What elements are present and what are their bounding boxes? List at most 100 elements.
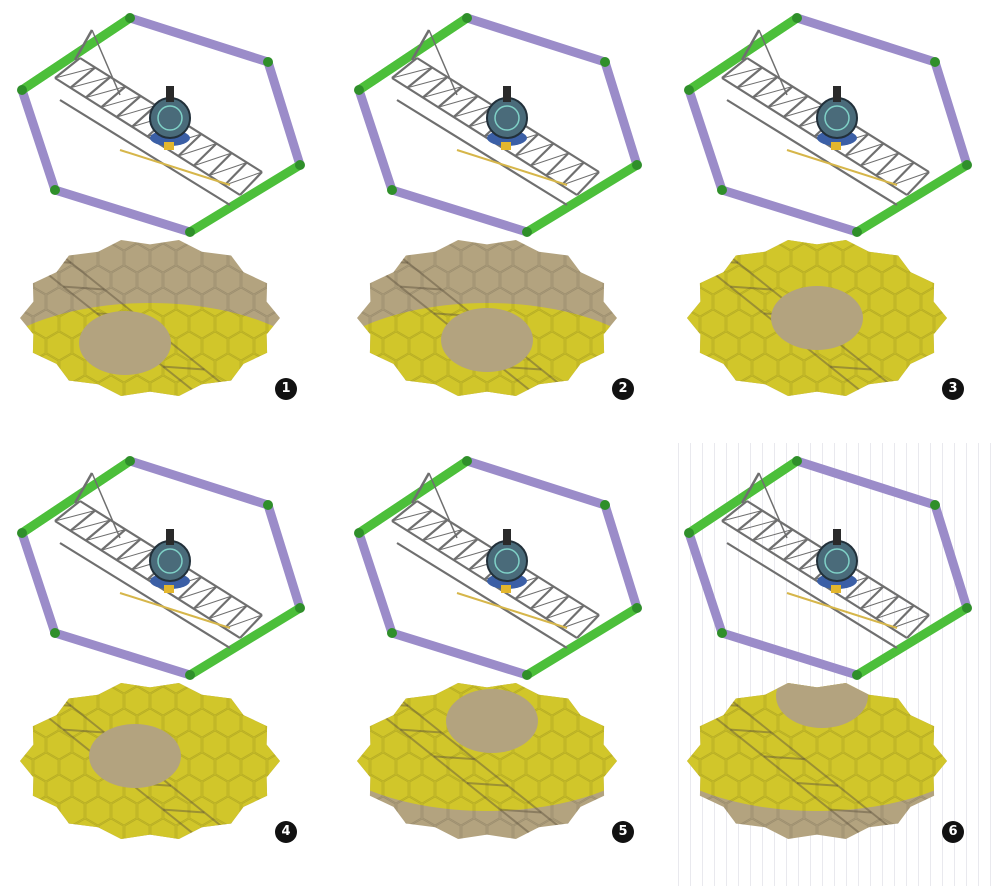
hexagonal-frame: [17, 13, 305, 237]
cabin-yellow-block: [831, 585, 841, 593]
frame-beam-bottom-left: [50, 628, 195, 680]
frame-beam-left: [17, 85, 60, 195]
frame-beam-bottom-right: [852, 160, 972, 237]
frame-beam-left: [354, 85, 397, 195]
receiver-cabin: [816, 529, 858, 593]
cabin-inner-ring: [824, 105, 850, 131]
cabin-yellow-block: [164, 585, 174, 593]
frame-joint: [125, 13, 135, 23]
frame-beam-left: [684, 528, 727, 638]
frame-beam-green-top: [17, 13, 135, 95]
track-rail: [456, 149, 568, 186]
track-rail: [119, 149, 231, 186]
frame-beam-bottom-left: [50, 185, 195, 237]
cabin-yellow-block: [831, 142, 841, 150]
frame-joint: [354, 85, 364, 95]
frame-joint: [354, 528, 364, 538]
cabin-yellow-block: [164, 142, 174, 150]
frame-beam-right: [930, 57, 972, 170]
frame-joint: [632, 160, 642, 170]
panel-6: 6: [667, 443, 1000, 886]
frame-beam-bottom-left: [717, 628, 862, 680]
frame-beam-right: [600, 57, 642, 170]
frame-joint: [462, 456, 472, 466]
frame-joint: [522, 670, 532, 680]
telescope-drawing: [684, 13, 972, 396]
frame-beam-bottom-left: [717, 185, 862, 237]
frame-joint: [792, 456, 802, 466]
frame-joint: [263, 57, 273, 67]
panel-1: 1: [0, 0, 333, 443]
receiver-cabin: [486, 529, 528, 593]
frame-beam-bottom-left: [387, 185, 532, 237]
receiver-cabin: [486, 86, 528, 150]
hexagonal-frame: [684, 13, 972, 237]
frame-beam-top-right: [125, 13, 273, 67]
receiver-cabin: [149, 529, 191, 593]
step-number-badge: 5: [612, 821, 634, 843]
telescope-drawing: [17, 456, 305, 839]
central-obscuration: [446, 689, 538, 753]
frame-beam-right: [263, 500, 305, 613]
frame-joint: [263, 500, 273, 510]
telescope-drawing: [17, 13, 305, 396]
frame-beam-green-top: [684, 456, 802, 538]
step-number-badge: 6: [942, 821, 964, 843]
track-rail: [119, 592, 231, 629]
frame-joint: [600, 57, 610, 67]
frame-joint: [50, 628, 60, 638]
panel-3: 3: [667, 0, 1000, 443]
mirror-illuminated-region: [20, 303, 280, 396]
frame-joint: [717, 185, 727, 195]
frame-beam-left: [17, 528, 60, 638]
step-number-badge: 2: [612, 378, 634, 400]
hexagonal-frame: [684, 456, 972, 680]
frame-beam-green-top: [17, 456, 135, 538]
cabin-mast: [166, 529, 174, 545]
frame-beam-bottom-left: [387, 628, 532, 680]
receiver-cabin: [149, 86, 191, 150]
central-obscuration: [89, 724, 181, 788]
frame-joint: [792, 13, 802, 23]
cabin-inner-ring: [157, 548, 183, 574]
frame-beam-top-right: [125, 456, 273, 510]
frame-joint: [930, 57, 940, 67]
frame-beam-top-right: [462, 13, 610, 67]
step-number-badge: 3: [942, 378, 964, 400]
frame-joint: [717, 628, 727, 638]
cabin-inner-ring: [157, 105, 183, 131]
central-obscuration: [79, 311, 171, 375]
frame-beam-right: [930, 500, 972, 613]
cabin-dome: [149, 97, 191, 139]
cabin-mast: [833, 86, 841, 102]
cabin-dome: [486, 97, 528, 139]
mirror-illuminated-region: [357, 303, 617, 396]
telescope-drawing: [684, 456, 972, 839]
frame-beam-top-right: [462, 456, 610, 510]
frame-joint: [684, 528, 694, 538]
cabin-dome: [816, 540, 858, 582]
cabin-inner-ring: [494, 548, 520, 574]
primary-mirror: [357, 240, 617, 396]
frame-joint: [522, 227, 532, 237]
frame-beam-bottom-right: [522, 160, 642, 237]
frame-joint: [462, 13, 472, 23]
cabin-dome: [149, 540, 191, 582]
primary-mirror: [20, 240, 280, 396]
cabin-inner-ring: [494, 105, 520, 131]
panel-2: 2: [337, 0, 670, 443]
frame-joint: [852, 670, 862, 680]
frame-joint: [185, 227, 195, 237]
frame-beam-bottom-right: [852, 603, 972, 680]
frame-joint: [125, 456, 135, 466]
frame-joint: [852, 227, 862, 237]
frame-beam-top-right: [792, 13, 940, 67]
frame-beam-top-right: [792, 456, 940, 510]
frame-joint: [295, 603, 305, 613]
hexagonal-frame: [354, 456, 642, 680]
telescope-drawing: [354, 13, 642, 396]
cabin-dome: [486, 540, 528, 582]
frame-joint: [387, 185, 397, 195]
panel-4: 4: [0, 443, 333, 886]
track-rail: [786, 592, 898, 629]
